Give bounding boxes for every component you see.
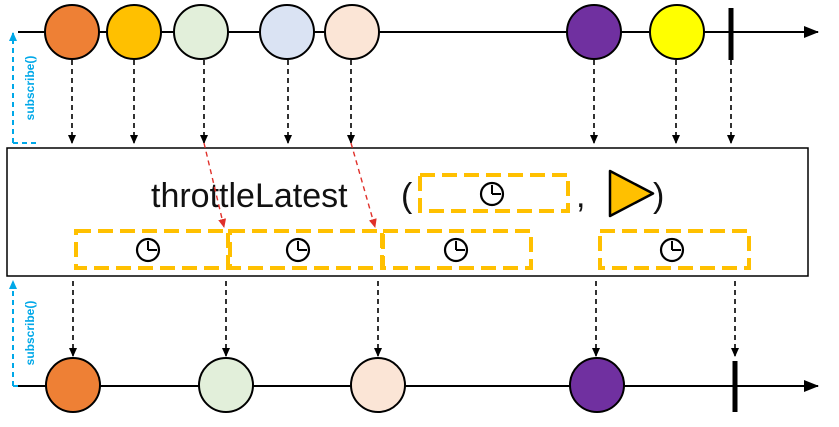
source-marble-light-blue	[259, 4, 315, 60]
play-triangle-icon	[608, 169, 655, 218]
clock-icon	[135, 237, 161, 263]
output-marbles	[45, 357, 625, 413]
throttle-windows	[74, 229, 751, 270]
source-marble-amber	[106, 4, 162, 60]
throttle-window	[74, 229, 230, 270]
output-timeline	[18, 361, 819, 412]
time-argument-box	[418, 173, 570, 213]
source-marble-yellow	[649, 4, 705, 60]
operator-name: throttleLatest	[151, 177, 348, 215]
operator-to-output-arrows	[69, 281, 739, 357]
clock-icon	[285, 237, 311, 263]
output-marble-light-green	[198, 357, 254, 413]
operator-open-paren: (	[401, 177, 413, 215]
source-marble-peach	[324, 4, 380, 60]
output-marble-purple	[569, 357, 625, 413]
clock-icon	[443, 237, 469, 263]
operator-signature: throttleLatest ( , )	[151, 169, 664, 218]
output-marble-peach	[350, 357, 406, 413]
clock-icon	[659, 237, 685, 263]
source-marbles	[44, 4, 705, 60]
clock-icon	[479, 181, 505, 207]
latest-emit-arrows	[203, 142, 377, 228]
subscribe-arrow-bottom: subscribe()	[9, 280, 40, 387]
output-marble-orange	[45, 357, 101, 413]
source-to-operator-arrows	[68, 60, 735, 144]
source-marble-orange	[44, 4, 100, 60]
subscribe-label-top: subscribe()	[23, 56, 37, 121]
throttle-window	[598, 229, 751, 270]
operator-separator: ,	[576, 177, 585, 215]
operator-close-paren: )	[653, 177, 664, 215]
subscribe-label-bottom: subscribe()	[23, 301, 37, 366]
source-marble-light-green	[173, 4, 229, 60]
throttle-window	[228, 229, 384, 270]
source-marble-purple	[566, 4, 622, 60]
throttle-window	[381, 229, 533, 270]
subscribe-arrow-top: subscribe()	[9, 32, 40, 144]
